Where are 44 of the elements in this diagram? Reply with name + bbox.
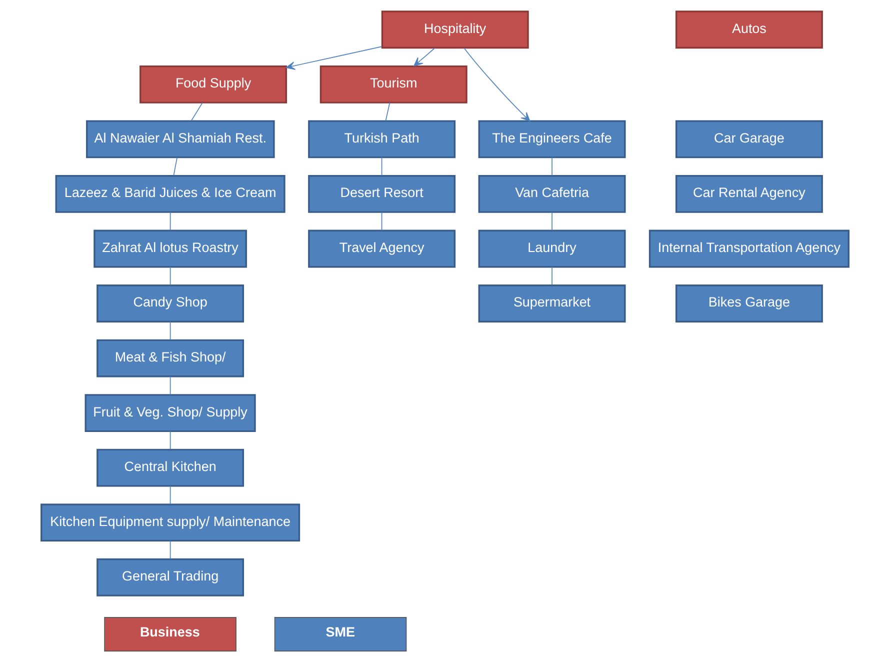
node-box: Bikes Garage <box>674 284 822 322</box>
node-box: Travel Agency <box>308 230 456 268</box>
connector <box>169 212 170 231</box>
legend-label: SME <box>325 624 354 640</box>
node-box: Candy Shop <box>96 284 244 322</box>
arrow <box>285 46 382 70</box>
arrow <box>463 47 530 122</box>
connector <box>551 157 552 176</box>
node-box: Van Cafetria <box>478 175 626 213</box>
node-box: Zahrat Al lotus Roastry <box>93 230 246 268</box>
node-box: Lazeez & Barid Juices & Ice Cream <box>54 175 285 213</box>
node-box: Desert Resort <box>308 175 456 213</box>
node-box: Fruit & Veg. Shop/ Supply <box>84 394 256 432</box>
connector <box>172 157 178 176</box>
connector <box>551 266 552 286</box>
node-box: Central Kitchen <box>96 448 244 487</box>
node-box: Supermarket <box>478 284 626 322</box>
connector <box>380 157 382 176</box>
connector <box>169 486 170 505</box>
connector <box>169 266 170 286</box>
connector <box>551 212 552 231</box>
node-box: General Trading <box>96 558 244 596</box>
node-box: Car Garage <box>674 120 822 158</box>
node-box: Car Rental Agency <box>674 175 822 213</box>
node-box: The Engineers Cafe <box>478 120 626 158</box>
node-box: Laundry <box>478 230 626 268</box>
node-box: Hospitality <box>380 10 528 49</box>
connector <box>380 212 382 231</box>
node-box: Al Nawaier Al Shamiah Rest. <box>86 120 274 158</box>
arrow <box>413 47 435 66</box>
legend-label: Business <box>139 624 200 640</box>
connector <box>169 321 170 340</box>
connector <box>169 376 170 396</box>
connector <box>169 540 170 560</box>
node-box: Tourism <box>319 65 467 104</box>
node-box: Internal Transportation Agency <box>648 230 849 268</box>
node-box: Turkish Path <box>308 120 456 158</box>
node-box: Meat & Fish Shop/ <box>96 339 244 378</box>
node-box: Autos <box>674 10 822 49</box>
node-box: Kitchen Equipment supply/ Maintenance <box>40 504 300 542</box>
connector <box>169 430 170 450</box>
connector <box>384 102 390 122</box>
node-box: Food Supply <box>139 65 286 104</box>
connector <box>190 102 202 122</box>
